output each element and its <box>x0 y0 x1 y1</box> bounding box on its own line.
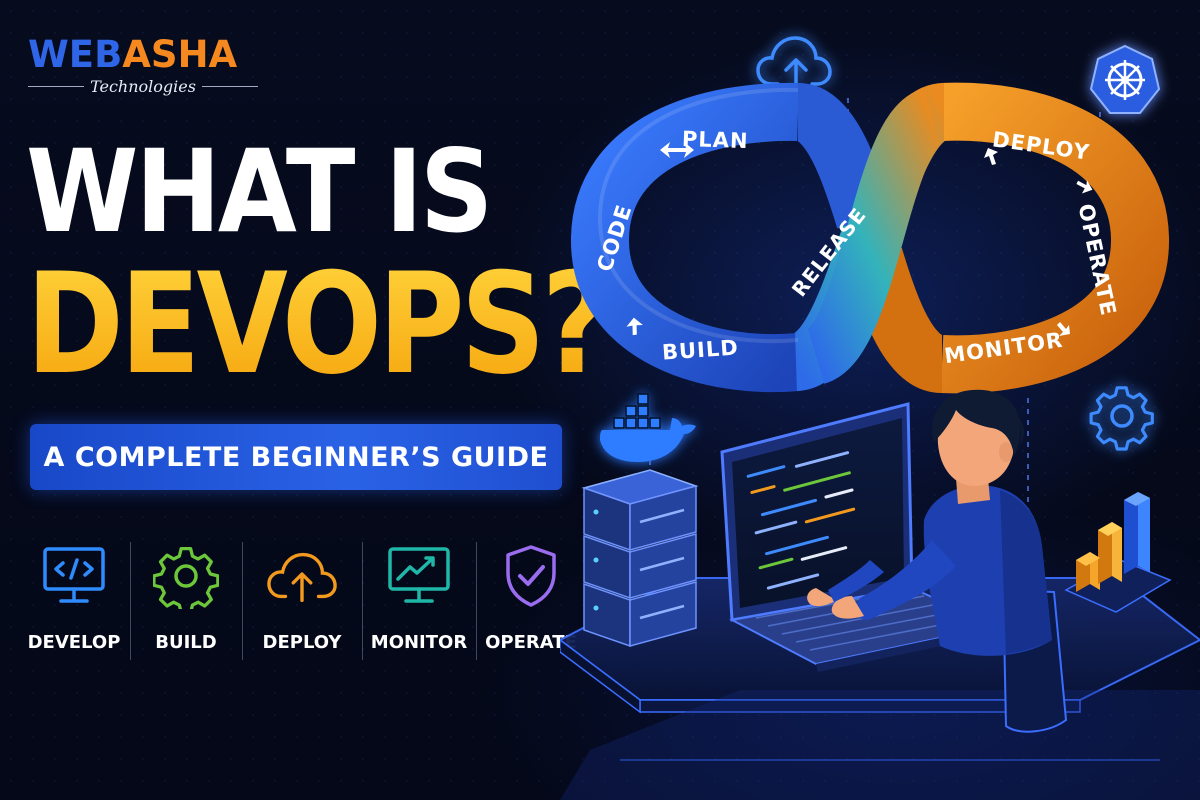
headline-line-2: DEVOPS? <box>26 242 610 406</box>
feature-label: DEVELOP <box>27 632 121 653</box>
server-rack-icon <box>581 469 699 648</box>
feature-label: MONITOR <box>370 632 468 653</box>
brand-wordmark: WEBASHA <box>28 36 258 73</box>
brand-part-web: WEB <box>28 33 123 76</box>
monitor-chart-icon <box>383 540 455 612</box>
feature-label: DEPLOY <box>262 632 342 653</box>
brand-part-asha: ASHA <box>122 33 238 76</box>
feature-develop: DEVELOP <box>18 540 130 653</box>
feature-row: DEVELOP BUILD DEPLOY <box>18 540 586 660</box>
brand-tagline: Technologies <box>28 77 259 96</box>
devops-infinity-loop <box>570 82 1170 394</box>
cloud-upload-icon <box>266 540 338 612</box>
feature-deploy: DEPLOY <box>242 540 362 660</box>
feature-label: OPERATE <box>485 632 577 653</box>
bar-chart-icon <box>1064 492 1172 613</box>
brand-sub: Technologies <box>90 77 196 96</box>
brand-line-left <box>28 86 85 87</box>
feature-label: BUILD <box>155 632 217 653</box>
headline-line-1: WHAT IS <box>26 125 493 260</box>
feature-operate: OPERATE <box>476 540 586 660</box>
gear-icon <box>1089 386 1154 451</box>
illustration-graphics <box>560 36 1200 800</box>
brand-logo: WEBASHA Technologies <box>28 36 259 96</box>
gear-icon <box>150 540 222 612</box>
shield-check-icon <box>495 540 567 612</box>
monitor-code-icon <box>38 540 110 612</box>
kubernetes-icon <box>1089 44 1161 114</box>
devops-illustration: PLAN CODE BUILD RELEASE DEPLOY OPERATE M… <box>560 0 1200 800</box>
brand-line-right <box>201 86 259 87</box>
subtitle-text: A COMPLETE BEGINNER’S GUIDE <box>43 441 549 473</box>
developer-at-laptop <box>807 389 1068 733</box>
subtitle-banner: A COMPLETE BEGINNER’S GUIDE <box>30 424 562 490</box>
docker-icon <box>600 393 696 462</box>
loop-label-plan: PLAN <box>681 126 750 154</box>
feature-monitor: MONITOR <box>362 540 476 660</box>
feature-build: BUILD <box>130 540 242 660</box>
